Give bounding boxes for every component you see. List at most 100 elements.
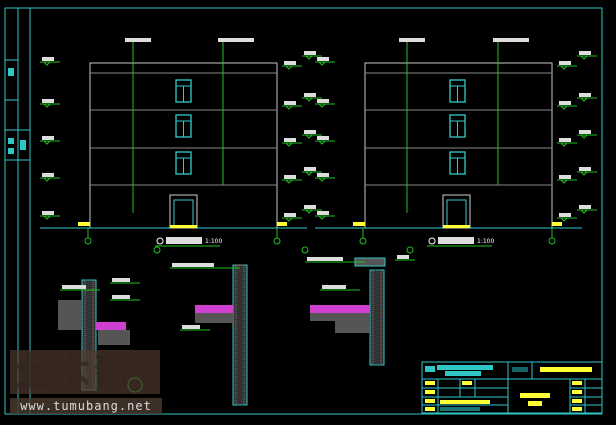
waterproof-layer [96, 322, 126, 330]
level-marker-triangle [560, 105, 568, 110]
level-label [284, 61, 296, 65]
door [173, 199, 194, 227]
elevation-right [315, 38, 597, 245]
note-text [62, 285, 86, 289]
level-label [317, 136, 329, 140]
level-label [284, 101, 296, 105]
level-label [559, 175, 571, 179]
title-block-text [425, 365, 592, 411]
wall [232, 264, 248, 406]
level-label [317, 57, 329, 61]
slab [195, 313, 233, 323]
level-label [284, 213, 296, 217]
level-label [579, 205, 591, 209]
level-marker-triangle [580, 134, 588, 139]
level-label [317, 173, 329, 177]
level-marker-triangle [43, 140, 51, 145]
note-text [172, 263, 214, 267]
level-marker-triangle [285, 217, 293, 222]
waterproof-layer [195, 305, 233, 313]
level-label [42, 136, 54, 140]
level-label [42, 173, 54, 177]
waterproof-layer [310, 305, 370, 313]
level-label [284, 138, 296, 142]
level-marker-triangle [43, 215, 51, 220]
door-step [170, 225, 197, 228]
level-marker-triangle [305, 134, 313, 139]
level-label [579, 167, 591, 171]
axis-bubble [406, 246, 414, 254]
level-label [559, 101, 571, 105]
wall-section-detail [310, 257, 386, 366]
level-label [304, 167, 316, 171]
note-text [307, 257, 343, 261]
wall-hatch [372, 269, 382, 366]
step [277, 222, 287, 226]
level-label [304, 205, 316, 209]
level-marker-triangle [318, 215, 326, 220]
building-outline [364, 62, 553, 229]
annotation [493, 38, 529, 42]
note-text [182, 325, 200, 329]
level-marker-triangle [285, 142, 293, 147]
axis-bubble [301, 246, 309, 254]
level-marker-triangle [580, 171, 588, 176]
wall [369, 269, 385, 366]
level-marker-triangle [318, 61, 326, 66]
watermark-url: www.tumubang.net [10, 398, 162, 414]
level-marker-triangle [318, 103, 326, 108]
door [446, 199, 467, 227]
step [552, 222, 562, 226]
gravel [98, 330, 130, 345]
level-label [559, 213, 571, 217]
step [78, 222, 90, 226]
level-label [317, 99, 329, 103]
annotation [399, 38, 425, 42]
level-marker-triangle [305, 97, 313, 102]
title-block [421, 361, 603, 414]
level-label [304, 51, 316, 55]
axis-bubble [359, 237, 367, 245]
note-text [322, 285, 346, 289]
level-marker-triangle [285, 105, 293, 110]
drawing-frame [4, 7, 603, 415]
step [353, 222, 365, 226]
elevation-left [40, 38, 322, 245]
left-strip-labels [8, 68, 26, 154]
level-marker-triangle [305, 171, 313, 176]
slab [310, 313, 370, 333]
note-text [112, 295, 130, 299]
soil-fill [58, 300, 82, 330]
watermark-logo-text: 土木帮 [10, 350, 137, 394]
level-marker-triangle [285, 65, 293, 70]
level-marker-triangle [305, 55, 313, 60]
axis-bubble [153, 246, 161, 254]
level-label [559, 138, 571, 142]
wall-section-detail [195, 264, 248, 406]
note-text [397, 255, 409, 259]
level-marker-triangle [43, 103, 51, 108]
annotation [125, 38, 151, 42]
level-label [42, 99, 54, 103]
level-marker-triangle [305, 209, 313, 214]
level-marker-triangle [580, 55, 588, 60]
level-marker-triangle [560, 65, 568, 70]
wall-hatch [235, 264, 245, 406]
level-label [42, 57, 54, 61]
elevation-title-left: 1:100 [155, 237, 222, 247]
level-label [42, 211, 54, 215]
level-label [304, 130, 316, 134]
axis-bubble [273, 237, 281, 245]
level-label [304, 93, 316, 97]
axis-bubble [548, 237, 556, 245]
elevation-left-scale: 1:100 [205, 238, 222, 245]
level-marker-triangle [43, 61, 51, 66]
level-label [284, 175, 296, 179]
annotation [218, 38, 254, 42]
level-label [579, 93, 591, 97]
level-label [559, 61, 571, 65]
level-marker-triangle [285, 179, 293, 184]
level-marker-triangle [560, 217, 568, 222]
axis-bubble [84, 237, 92, 245]
